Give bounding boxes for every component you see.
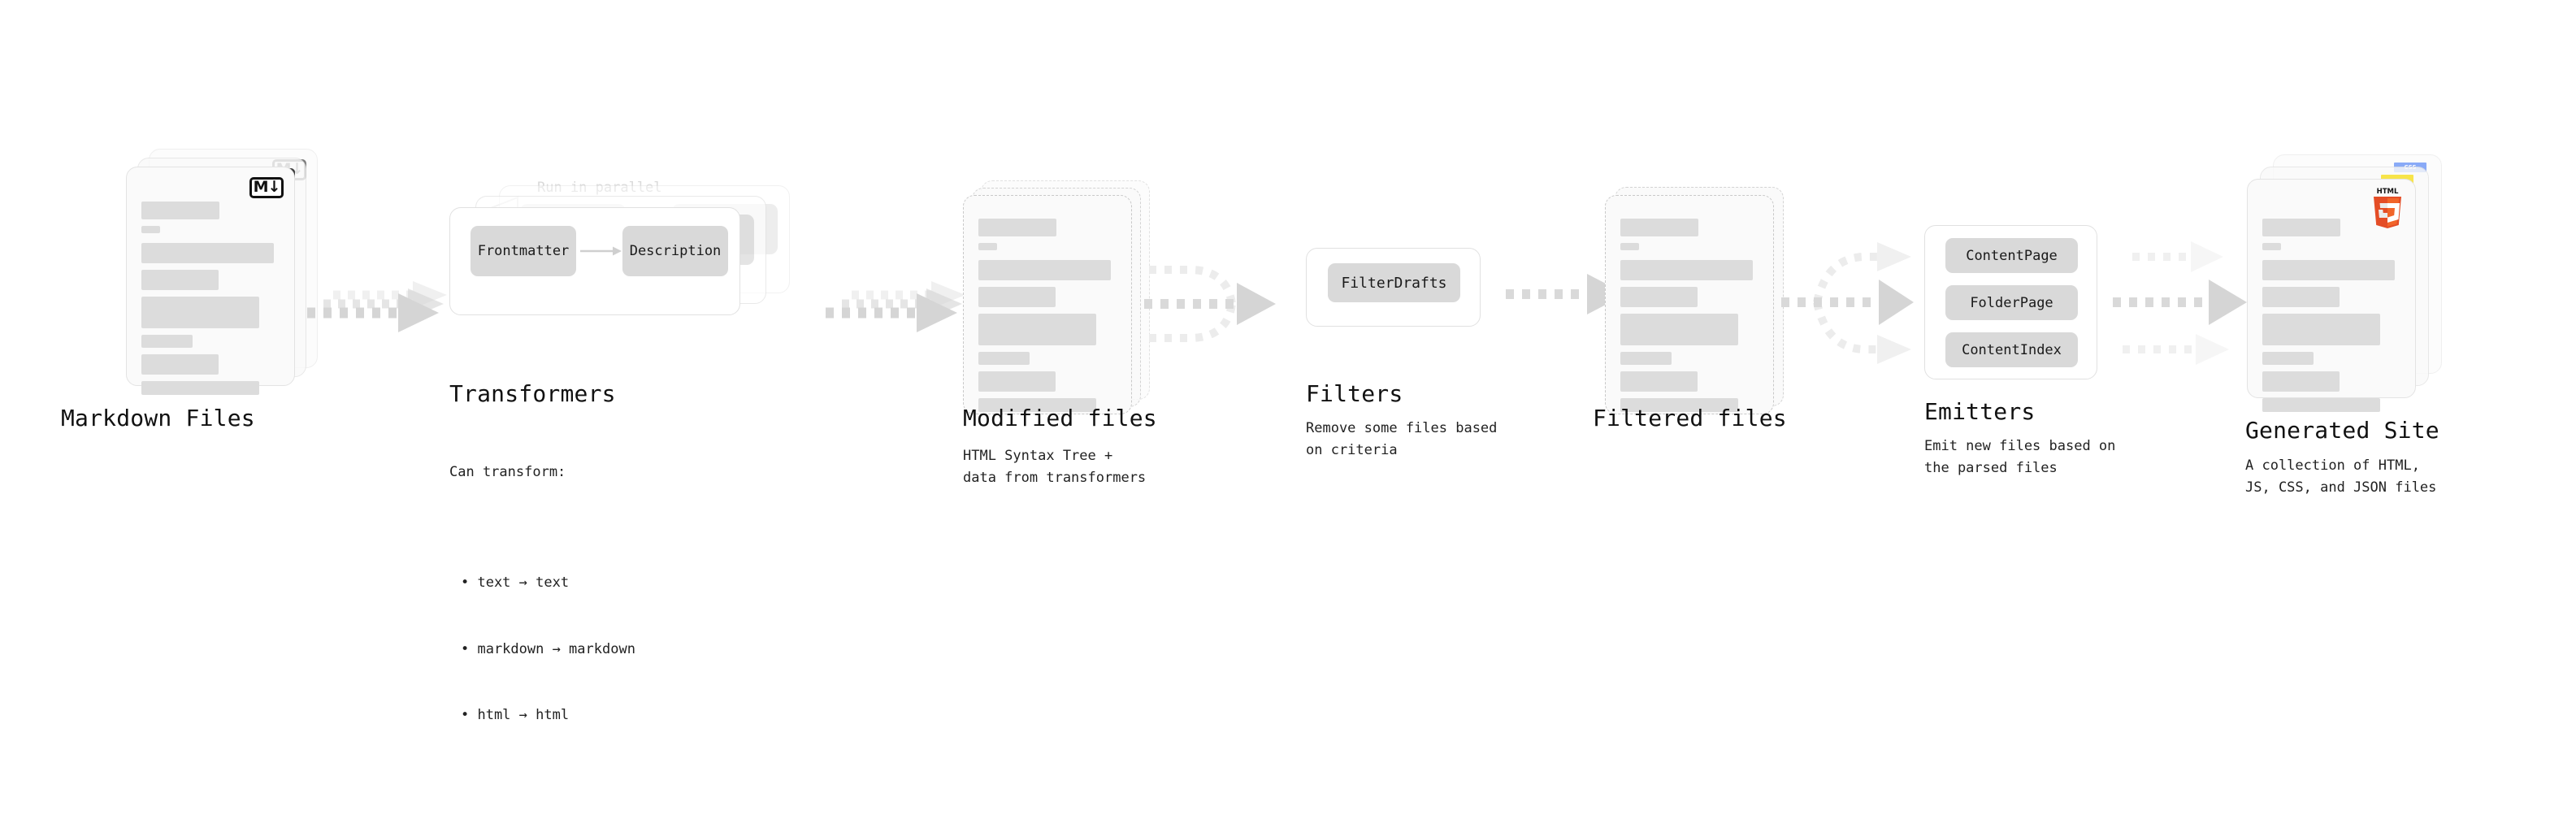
doc-content-bar <box>141 270 219 290</box>
markdown-icon: M↓ <box>249 177 284 198</box>
doc-content-bar <box>978 219 1056 236</box>
transformers-bullet-item: • markdown → markdown <box>461 640 635 657</box>
doc-content-bar <box>2262 352 2314 365</box>
doc-content-bar <box>141 243 274 263</box>
arrow-transformers-to-modified <box>826 268 980 341</box>
transformers-bullet-list: • text → text • markdown → markdown • ht… <box>449 528 635 771</box>
stage-title-emitters: Emitters <box>1924 398 2036 425</box>
doc-content-bar <box>1620 219 1698 236</box>
emitters-description: Emit new files based on the parsed files <box>1924 438 2116 477</box>
run-in-parallel-note: Run in parallel <box>537 180 662 196</box>
doc-content-bar <box>978 243 997 250</box>
svg-text:HTML: HTML <box>2377 188 2399 196</box>
doc-content-bar <box>141 381 259 395</box>
transformers-bullet-item: • text → text <box>461 574 570 592</box>
doc-content-bar <box>1620 371 1698 392</box>
doc-content-bar <box>2262 260 2395 280</box>
transformer-pill-description[interactable]: Description <box>622 226 728 276</box>
doc-content-bar <box>1620 287 1698 307</box>
doc-content-bar <box>2262 314 2380 345</box>
emitter-pill-folderpage[interactable]: FolderPage <box>1945 285 2078 320</box>
doc-content-bar <box>2262 398 2380 412</box>
transformers-bullet-item: • html → html <box>461 707 570 724</box>
modified-files-description: HTML Syntax Tree + data from transformer… <box>963 448 1147 487</box>
arrow-filtered-to-emitters <box>1781 229 1936 375</box>
arrow-markdown-to-transformers <box>307 268 462 341</box>
transformers-box[interactable]: Frontmatter Description <box>449 207 740 315</box>
doc-content-bars <box>978 219 1117 418</box>
doc-content-bar <box>978 260 1111 280</box>
generated-site-description: A collection of HTML, JS, CSS, and JSON … <box>2245 457 2437 496</box>
doc-content-bar <box>2262 371 2340 392</box>
transformers-description: Can transform: • text → text • markdown … <box>449 418 635 815</box>
filter-pill-filterdrafts[interactable]: FilterDrafts <box>1328 263 1460 302</box>
doc-content-bar <box>141 226 160 233</box>
doc-content-bar <box>2262 243 2281 250</box>
doc-content-bar <box>978 398 1096 412</box>
doc-content-bar <box>978 314 1096 345</box>
transformer-pill-frontmatter[interactable]: Frontmatter <box>471 226 576 276</box>
emitter-pill-contentpage[interactable]: ContentPage <box>1945 238 2078 273</box>
doc-content-bar <box>978 352 1030 365</box>
transformer-inner-arrow <box>580 246 622 256</box>
stage-title-modified-files: Modified files <box>963 405 1157 431</box>
doc-content-bars <box>141 202 280 401</box>
doc-content-bar <box>1620 243 1639 250</box>
doc-content-bar <box>141 354 219 375</box>
pipeline-diagram: M↓ M↓ M↓ Markdown Files <box>61 149 2442 723</box>
html5-icon: HTML <box>2368 186 2407 230</box>
stage-title-transformers: Transformers <box>449 380 616 407</box>
filters-description: Remove some files based on criteria <box>1306 420 1498 459</box>
stage-title-generated-site: Generated Site <box>2245 417 2439 444</box>
doc-content-bar <box>1620 352 1672 365</box>
doc-content-bar <box>1620 260 1753 280</box>
site-doc-front: HTML <box>2247 179 2416 412</box>
doc-content-bar <box>141 297 259 328</box>
emitters-box[interactable]: ContentPage FolderPage ContentIndex <box>1924 225 2097 379</box>
doc-content-bar <box>2262 287 2340 307</box>
emitter-pill-contentindex[interactable]: ContentIndex <box>1945 332 2078 367</box>
stage-title-markdown-files: Markdown Files <box>61 405 255 431</box>
doc-content-bars <box>2262 219 2400 418</box>
arrow-modified-to-filters <box>1136 258 1282 349</box>
filtered-doc-front <box>1605 195 1774 414</box>
arrow-emitters-to-site <box>2113 229 2275 375</box>
markdown-doc-front: M↓ <box>126 167 295 395</box>
transformers-description-head: Can transform: <box>449 464 566 481</box>
doc-content-bar <box>1620 398 1738 412</box>
stage-title-filtered-files: Filtered files <box>1593 405 1787 431</box>
doc-content-bars <box>1620 219 1759 418</box>
doc-content-bar <box>978 371 1056 392</box>
modified-doc-front <box>963 195 1132 414</box>
doc-content-bar <box>2262 219 2340 236</box>
doc-content-bar <box>1620 314 1738 345</box>
stage-title-filters: Filters <box>1306 380 1403 407</box>
doc-content-bar <box>141 335 193 348</box>
doc-content-bar <box>978 287 1056 307</box>
filters-box[interactable]: FilterDrafts <box>1306 248 1481 327</box>
doc-content-bar <box>141 202 219 219</box>
